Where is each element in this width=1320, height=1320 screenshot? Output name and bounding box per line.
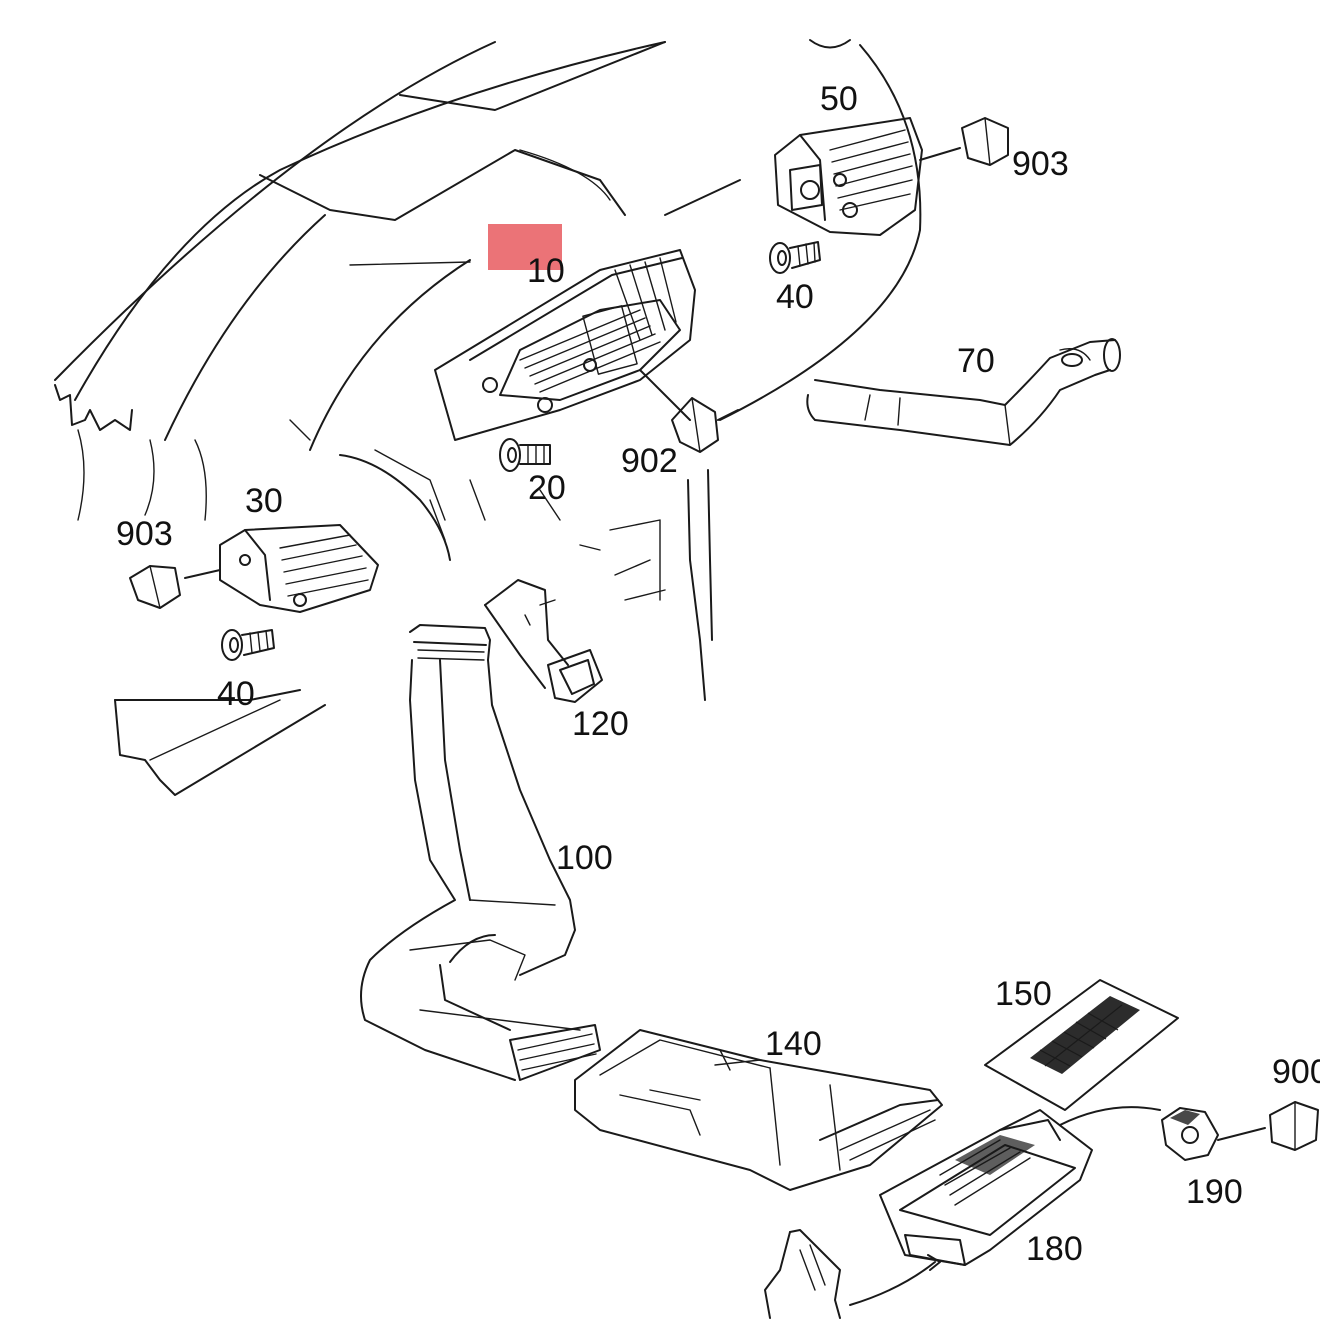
part-190-sensor[interactable]	[1161, 1107, 1266, 1161]
part-labels: 10 20 30 40 40 50 70 100 120 140 150 180…	[116, 80, 1320, 1268]
label-30: 30	[245, 482, 283, 520]
label-150: 150	[995, 975, 1052, 1013]
label-903-top: 903	[1012, 145, 1069, 183]
label-902: 902	[621, 442, 678, 480]
part-140-duct[interactable]	[574, 1029, 943, 1191]
dashboard-outline	[54, 39, 922, 796]
label-20: 20	[528, 469, 566, 507]
part-900-clip[interactable]	[1269, 1101, 1319, 1151]
label-120: 120	[572, 705, 629, 743]
part-100-duct[interactable]	[360, 624, 601, 1081]
label-10: 10	[527, 252, 565, 290]
label-100: 100	[556, 839, 613, 877]
part-902-clip[interactable]	[671, 397, 739, 453]
label-903-left: 903	[116, 515, 173, 553]
filter-grid	[1030, 996, 1140, 1074]
part-903-left-clip[interactable]	[129, 565, 181, 609]
part-903-top-clip[interactable]	[961, 117, 1009, 166]
part-10-center-vent[interactable]	[434, 249, 696, 441]
label-70: 70	[957, 342, 995, 380]
label-180: 180	[1026, 1230, 1083, 1268]
part-120-duct[interactable]	[484, 579, 603, 703]
part-30-left-vent[interactable]	[184, 524, 379, 613]
part-180-housing[interactable]	[879, 1106, 1161, 1266]
part-70-duct[interactable]	[806, 338, 1121, 446]
label-50: 50	[820, 80, 858, 118]
part-40-left-screw[interactable]	[221, 629, 275, 661]
part-20-screw[interactable]	[499, 438, 551, 472]
part-40-top-screw[interactable]	[769, 241, 821, 274]
label-140: 140	[765, 1025, 822, 1063]
label-190: 190	[1186, 1173, 1243, 1211]
part-10-highlight	[488, 224, 562, 270]
label-40-top: 40	[776, 278, 814, 316]
part-150-filter[interactable]	[984, 979, 1179, 1111]
bottom-bracket	[764, 1229, 941, 1319]
part-50-right-vent[interactable]	[774, 117, 961, 236]
label-40-left: 40	[217, 675, 255, 713]
label-900: 900	[1272, 1053, 1320, 1091]
